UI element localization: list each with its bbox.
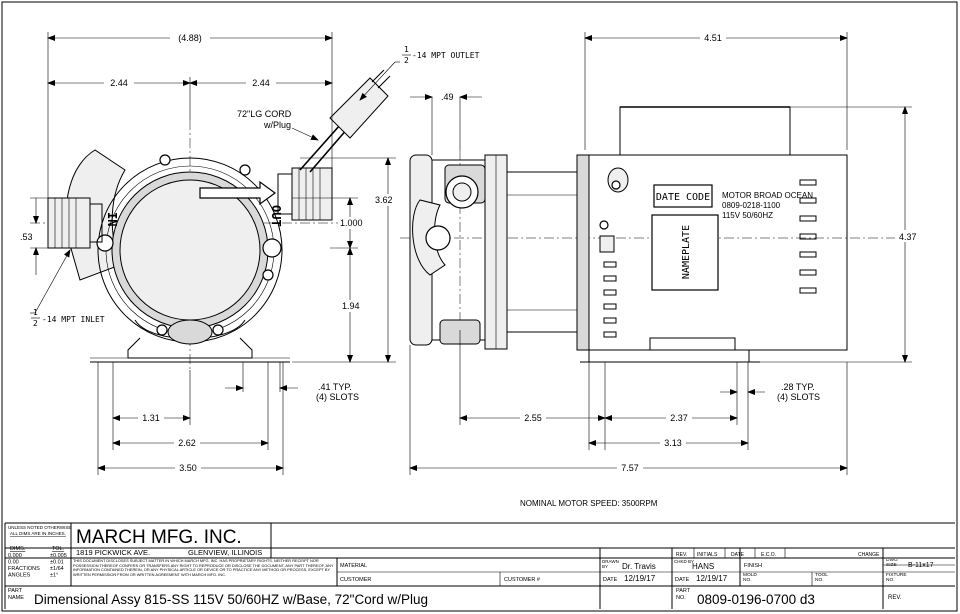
inlet-callout: -14 MPT INLET <box>42 315 105 324</box>
nameplate-line1: MOTOR BROAD OCEAN <box>722 191 813 200</box>
dim-right-half: 2.44 <box>252 78 270 88</box>
tol-row-dim: 0.00 <box>8 560 19 566</box>
dim-shaft-height: 1.94 <box>342 301 360 311</box>
chkd-by: HANS <box>692 562 714 571</box>
front-view: OUT IN <box>30 69 391 370</box>
nameplate-line3: 115V 50/60HZ <box>722 211 773 220</box>
side-view: DATE CODE NAMEPLATE MOTOR BROAD OCEAN 08… <box>400 106 920 363</box>
inlet-frac-den: 2 <box>33 319 38 328</box>
dim-base-width: 2.62 <box>178 438 196 448</box>
dim-slot-front: .41 TYP. <box>318 382 352 392</box>
dims-label: DIMS. <box>10 546 26 552</box>
customer-label: CUSTOMER <box>340 577 371 583</box>
dim-slot-side: .28 TYP. <box>781 382 815 392</box>
finish-label: FINISH <box>744 563 762 569</box>
part-no: 0809-0196-0700 d3 <box>697 592 815 607</box>
nameplate-label: NAMEPLATE <box>681 225 692 279</box>
nominal-speed-note: NOMINAL MOTOR SPEED: 3500RPM <box>520 499 658 508</box>
chkd-by-label: CHKD BY <box>674 560 695 564</box>
rev-bottom-label: REV. <box>888 595 902 601</box>
cord-callout-line1: 72"LG CORD <box>237 109 292 119</box>
side-base <box>588 349 750 363</box>
customer-no-label: CUSTOMER # <box>504 577 541 583</box>
fixture-no-label: FIXTURE NO. <box>886 573 907 583</box>
tol-row-tol: ±1° <box>50 573 58 579</box>
dim-base-half: 1.31 <box>142 413 160 423</box>
inlet-frac-num: 1 <box>33 308 38 317</box>
mold-no-label: MOLD NO. <box>743 573 757 583</box>
company-name: MARCH MFG. INC. <box>76 527 242 548</box>
dim-slots-front-count: (4) SLOTS <box>316 392 359 402</box>
rev-col-label: REV. <box>676 552 687 558</box>
dim-left-half: 2.44 <box>110 78 128 88</box>
eco-col-label: E.C.O. <box>761 552 776 558</box>
tol-row-tol: ±0.01 <box>50 560 64 566</box>
date-col-label: DATE <box>731 552 745 558</box>
dwg-size: B-11x17 <box>908 562 934 569</box>
dim-footprint-width: 3.50 <box>179 463 197 473</box>
dim-base-offset: 2.55 <box>524 413 542 423</box>
tool-no-label: TOOL NO. <box>815 573 828 583</box>
dim-motor-height: 3.62 <box>375 195 393 205</box>
flow-arrow <box>199 180 277 206</box>
date-2: 12/19/17 <box>696 574 728 583</box>
dwg-size-label: DWG SIZE <box>886 559 898 568</box>
tol-label: TOL. <box>52 546 65 552</box>
change-col-label: CHANGE <box>858 552 880 558</box>
part-no-label: PART NO. <box>676 588 691 601</box>
dim-slots-side-count: (4) SLOTS <box>777 392 820 402</box>
tol-header-line1: UNLESS NOTED OTHERWISE <box>8 525 71 530</box>
dim-inlet-height: 1.000 <box>340 218 363 228</box>
front-callouts: 1 2 -14 MPT OUTLET 72"LG CORD w/Plug 1 2… <box>30 45 480 328</box>
tol-row-tol: ±0.005 <box>50 553 67 559</box>
cord-callout-line2: w/Plug <box>263 120 291 130</box>
front-dimensions: (4.88) 2.44 2.44 .53 1.000 1.94 3.62 <box>20 31 396 475</box>
boss-right <box>262 238 282 258</box>
tol-row-dim: ANGLES <box>8 573 31 579</box>
company-address: 1819 PICKWICK AVE. <box>76 548 150 557</box>
dim-overall-width: (4.88) <box>178 33 202 43</box>
side-dimensions: 4.51 .49 4.37 .28 TYP. (4) SLOTS 2.55 2.… <box>409 32 921 475</box>
outlet-frac-den: 2 <box>404 56 409 65</box>
nameplate-box <box>651 214 719 291</box>
date-code-box <box>653 184 713 208</box>
out-label: OUT <box>269 205 283 227</box>
disclaimer: THIS DOCUMENT DISCLOSES SUBJECT MATTER I… <box>73 559 334 577</box>
date-label-1: DATE <box>603 577 618 583</box>
boss-left <box>96 234 114 252</box>
dim-motor-length: 4.51 <box>704 33 722 43</box>
part-name: Dimensional Assy 815-SS 115V 50/60HZ w/B… <box>34 592 428 607</box>
outlet-frac-num: 1 <box>404 45 409 54</box>
date-1: 12/19/17 <box>624 574 656 583</box>
nameplate-line2: 0809-0218-1100 <box>722 201 781 210</box>
part-name-label: PART NAME <box>8 588 24 601</box>
dim-outlet-offset: .49 <box>441 92 454 102</box>
dim-inlet-left: .53 <box>20 232 33 242</box>
cord-plug <box>329 77 389 139</box>
date-label-2: DATE <box>675 577 690 583</box>
tol-row-tol: ±1/64 <box>50 566 64 572</box>
dim-base-length: 3.13 <box>664 438 682 448</box>
material-label: MATERIAL <box>340 563 367 569</box>
company-city: GLENVIEW, ILLINOIS <box>188 548 262 557</box>
drawn-by-label: DRAWN BY <box>602 560 619 569</box>
outlet-fitting <box>291 167 333 221</box>
initials-col-label: INITIALS <box>697 552 718 558</box>
tol-header-line2: ALL DIMS ARE IN INCHES. <box>10 531 66 536</box>
tol-row-dim: FRACTIONS <box>8 566 40 572</box>
dim-overall-length: 7.57 <box>621 463 639 473</box>
date-code-label: DATE CODE <box>656 192 710 203</box>
dim-overall-height: 4.37 <box>899 232 917 242</box>
in-label: IN <box>105 212 119 226</box>
drawn-by: Dr. Travis <box>622 562 656 571</box>
tol-row-dim: 0.000 <box>8 553 22 559</box>
dim-slot-spacing: 2.37 <box>670 413 688 423</box>
outlet-callout: -14 MPT OUTLET <box>412 51 480 60</box>
title-block: UNLESS NOTED OTHERWISE ALL DIMS ARE IN I… <box>4 522 955 609</box>
